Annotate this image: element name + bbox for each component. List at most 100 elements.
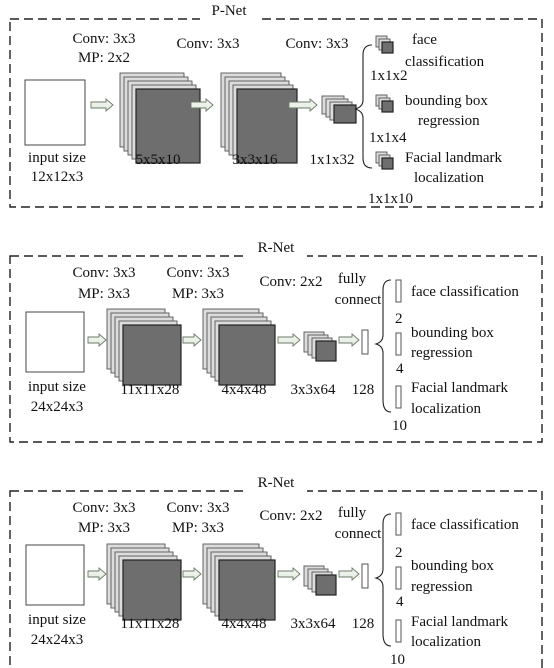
input-size-value: 12x12x3 xyxy=(31,169,84,185)
layer-output-size: 4x4x48 xyxy=(222,616,267,632)
feature-map-stack xyxy=(303,331,337,362)
output-label: localization xyxy=(411,634,481,650)
flow-arrow xyxy=(90,98,114,112)
input-size-value: 24x24x3 xyxy=(31,399,84,415)
feature-map-stack xyxy=(220,72,298,164)
output-label: face classification xyxy=(411,517,519,533)
feature-map-stack xyxy=(106,543,182,621)
layer-conv-label: Conv: 2x2 xyxy=(260,274,323,290)
panel-title-background xyxy=(245,476,307,493)
layer-output-size: 3x3x16 xyxy=(233,152,279,168)
flow-arrow-shape xyxy=(277,333,301,347)
flow-arrow-shape xyxy=(277,567,301,581)
output-vector xyxy=(395,566,402,590)
layer-output-size: 5x5x10 xyxy=(136,152,181,168)
feature-map-front xyxy=(333,104,357,124)
layer-pool-label: MP: 3x3 xyxy=(172,286,224,302)
output-cube xyxy=(375,35,394,54)
feature-map-front xyxy=(381,41,394,54)
output-dimension: 2 xyxy=(395,311,403,327)
layer-output-size: 11x11x28 xyxy=(121,382,180,398)
output-vector xyxy=(395,279,402,303)
feature-map-front xyxy=(218,559,276,621)
feature-map-front xyxy=(236,88,298,164)
output-vector xyxy=(395,512,402,536)
panel-title: P-Net xyxy=(212,3,248,19)
layer-pool-label: MP: 3x3 xyxy=(172,520,224,536)
fc-label: fully xyxy=(338,271,367,287)
flow-arrow-shape xyxy=(87,333,107,347)
output-label: bounding box xyxy=(411,558,494,574)
output-vector xyxy=(395,332,402,356)
panel-title: R-Net xyxy=(258,240,295,256)
flow-arrow xyxy=(87,567,107,581)
output-label: face classification xyxy=(411,284,519,300)
feature-map-stack xyxy=(202,308,276,386)
output-label: regression xyxy=(411,579,473,595)
panel-title-background xyxy=(245,241,307,258)
flow-arrow xyxy=(338,567,360,581)
output-brace xyxy=(374,513,392,647)
rnet-panel: R-Net input size 24x24x3 Conv: 3x3 MP: 3… xyxy=(9,240,543,443)
flow-arrow-shape xyxy=(338,567,360,581)
layer-conv-label: Conv: 3x3 xyxy=(177,36,240,52)
panel-dashed-border xyxy=(9,18,543,208)
layer-conv-label: Conv: 3x3 xyxy=(73,265,136,281)
feature-map-front xyxy=(315,574,337,596)
flow-arrow-shape xyxy=(182,567,202,581)
output-vector xyxy=(395,385,402,409)
layer-output-size: 11x11x28 xyxy=(121,616,180,632)
feature-map-stack xyxy=(321,95,357,124)
layer-output-size: 4x4x48 xyxy=(222,382,267,398)
flow-arrow-shape xyxy=(90,98,114,112)
fc-label: connect xyxy=(335,292,382,308)
feature-map-front xyxy=(218,324,276,386)
feature-map-front xyxy=(315,340,337,362)
input-box xyxy=(25,311,85,373)
panel-title-background xyxy=(200,10,258,26)
layer-pool-label: MP: 2x2 xyxy=(78,50,130,66)
output-dimension: 1x1x2 xyxy=(370,68,408,84)
layer-conv-label: Conv: 3x3 xyxy=(167,500,230,516)
pnet-panel: P-Net input size 12x12x3 Conv: 3x3 MP: 2… xyxy=(9,3,543,208)
output-label: Facial landmark xyxy=(411,380,509,396)
output-vector xyxy=(395,619,402,643)
layer-conv-label: Conv: 3x3 xyxy=(73,31,136,47)
output-label: classification xyxy=(405,54,485,70)
feature-map-front xyxy=(135,88,201,164)
output-label: face xyxy=(412,32,437,48)
flow-arrow xyxy=(288,98,318,112)
feature-map-stack xyxy=(202,543,276,621)
flow-arrow xyxy=(182,567,202,581)
output-label: Facial landmark xyxy=(411,614,509,630)
layer-pool-label: MP: 3x3 xyxy=(78,520,130,536)
layer-output-size: 3x3x64 xyxy=(291,382,337,398)
input-size-label: input size xyxy=(28,150,86,166)
input-box xyxy=(25,544,85,606)
panel-title: R-Net xyxy=(258,475,295,491)
flow-arrow-shape xyxy=(190,98,214,112)
output-dimension: 2 xyxy=(395,545,403,561)
feature-map-front xyxy=(122,324,182,386)
input-size-label: input size xyxy=(28,379,86,395)
fc-output-size: 128 xyxy=(352,382,375,398)
output-dimension: 1x1x4 xyxy=(369,130,407,146)
flow-arrow-shape xyxy=(288,98,318,112)
fc-label: fully xyxy=(338,505,367,521)
fully-connected-layer xyxy=(361,329,369,355)
layer-conv-label: Conv: 3x3 xyxy=(73,500,136,516)
output-dimension: 1x1x10 xyxy=(368,191,413,207)
feature-map-stack xyxy=(303,565,337,596)
output-dimension: 10 xyxy=(390,652,405,668)
feature-map-front xyxy=(381,157,394,170)
fully-connected-layer xyxy=(361,563,369,589)
output-dimension: 4 xyxy=(396,594,404,610)
fc-label: connect xyxy=(335,526,382,542)
output-label: localization xyxy=(411,401,481,417)
feature-map-stack xyxy=(106,308,182,386)
output-cube xyxy=(375,151,394,170)
output-brace xyxy=(354,44,373,169)
layer-conv-label: Conv: 3x3 xyxy=(167,265,230,281)
output-dimension: 4 xyxy=(396,361,404,377)
output-brace xyxy=(374,279,392,413)
